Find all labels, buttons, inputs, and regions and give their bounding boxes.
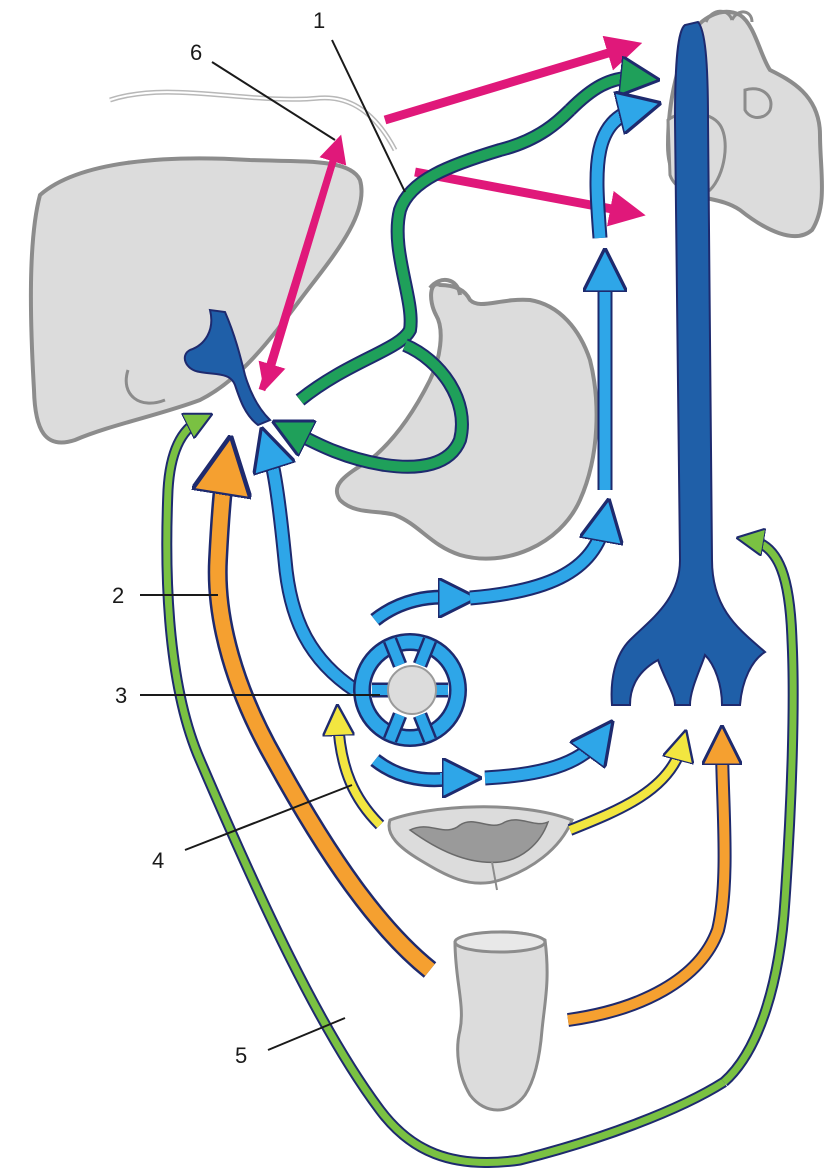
label-3: 3: [115, 683, 127, 708]
label-2: 2: [112, 583, 124, 608]
pancreas-node: [388, 666, 436, 714]
rectum: [455, 932, 547, 1110]
label-1: 1: [313, 8, 325, 33]
label-6: 6: [190, 40, 202, 65]
leader-line-6: [212, 62, 335, 140]
label-4: 4: [152, 848, 164, 873]
bladder: [389, 807, 572, 890]
diaphragm-line: [110, 92, 395, 150]
liver: [31, 158, 362, 442]
label-5: 5: [235, 1043, 247, 1068]
